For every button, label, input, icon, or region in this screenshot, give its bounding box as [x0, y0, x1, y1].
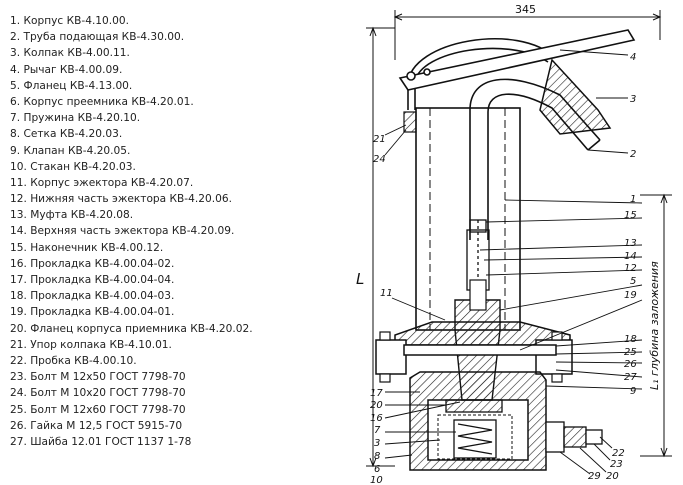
strainer	[437, 414, 513, 460]
callout-27: 27	[624, 372, 637, 383]
callout-8: 8	[374, 451, 380, 462]
callout-24: 24	[373, 154, 386, 165]
callout-26: 26	[624, 359, 637, 370]
callout-11: 11	[380, 288, 393, 299]
width-dimension-label: 345	[515, 3, 536, 16]
callout-6: 6	[374, 464, 380, 475]
legend-item: 4. Рычаг КВ-4.00.09.	[10, 63, 123, 76]
water-column-drawing: 345 L L₁ глубина заложения	[356, 3, 672, 485]
callout-12: 12	[624, 263, 637, 274]
cover-shape	[539, 58, 612, 135]
legend-item: 8. Сетка КВ-4.20.03.	[10, 128, 123, 141]
callout-29: 29	[588, 471, 601, 482]
callout-7: 7	[374, 425, 381, 436]
legend-item: 19. Прокладка КВ-4.00.04-01.	[10, 306, 175, 319]
callout-16: 16	[370, 413, 383, 424]
callout-25: 25	[624, 347, 637, 358]
legend-item: 27. Шайба 12.01 ГОСТ 1137 1-78	[10, 435, 192, 448]
callout-4: 4	[630, 52, 636, 63]
legend-item: 11. Корпус эжектора КВ-4.20.07.	[10, 176, 194, 189]
leader-lines	[384, 49, 643, 475]
legend-item: 22. Пробка КВ-4.00.10.	[10, 354, 137, 367]
callout-17: 17	[370, 388, 383, 399]
legend-item: 25. Болт М 12х60 ГОСТ 7798-70	[10, 403, 186, 416]
legend-item: 2. Труба подающая КВ-4.30.00.	[10, 31, 185, 44]
callout-1: 1	[630, 194, 636, 205]
legend-item: 1. Корпус КВ-4.10.00.	[10, 15, 130, 27]
callouts: 4 3 2 21 24 1 15 13 14 12 5 11 19 18 25 …	[370, 52, 637, 485]
callout-15: 15	[624, 210, 637, 221]
callout-3b: 3	[374, 438, 380, 449]
depth-dimension-label: L₁ глубина заложения	[648, 261, 661, 390]
length-dimension-label: L	[356, 270, 364, 288]
callout-9: 9	[630, 386, 636, 397]
callout-22: 22	[612, 448, 625, 459]
callout-2: 2	[630, 149, 636, 160]
column-body	[415, 107, 521, 331]
legend-item: 20. Фланец корпуса приемника КВ-4.20.02.	[10, 322, 253, 335]
cap-stop	[403, 111, 417, 133]
callout-5: 5	[630, 276, 636, 287]
parts-legend: 1. Корпус КВ-4.10.00. 2. Труба подающая К…	[10, 13, 282, 450]
legend-item: 26. Гайка М 12,5 ГОСТ 5915-70	[10, 419, 183, 432]
width-dimension	[393, 10, 662, 60]
legend-item: 17. Прокладка КВ-4.00.04-04.	[10, 274, 175, 286]
legend-item: 15. Наконечник КВ-4.00.12.	[10, 241, 164, 254]
legend-item: 18. Прокладка КВ-4.00.04-03.	[10, 290, 175, 303]
legend-item: 9. Клапан КВ-4.20.05.	[10, 144, 131, 157]
callout-3: 3	[630, 94, 636, 105]
supply-pipe	[469, 78, 601, 240]
lever	[398, 29, 636, 91]
legend-item: 23. Болт М 12х50 ГОСТ 7798-70	[10, 371, 186, 384]
callout-21: 21	[373, 134, 386, 145]
legend-item: 14. Верхняя часть эжектора КВ-4.20.09.	[10, 225, 235, 238]
legend-item: 16. Прокладка КВ-4.00.04-02.	[10, 257, 175, 270]
legend-item: 10. Стакан КВ-4.20.03.	[10, 160, 136, 173]
legend-item: 12. Нижняя часть эжектора КВ-4.20.06.	[10, 193, 232, 206]
legend-item: 21. Упор колпака КВ-4.10.01.	[10, 338, 172, 351]
valve-assembly	[445, 399, 503, 459]
legend-item: 5. Фланец КВ-4.13.00.	[10, 79, 133, 92]
callout-23: 23	[610, 459, 623, 470]
callout-20: 20	[370, 400, 383, 411]
legend-item: 6. Корпус преемника КВ-4.20.01.	[10, 95, 194, 108]
ejector-nozzle	[469, 279, 487, 311]
receiver-flange	[375, 321, 573, 375]
legend-item: 7. Пружина КВ-4.20.10.	[10, 112, 141, 125]
flange-bolts	[379, 331, 563, 383]
legend-item: 24. Болт М 10х20 ГОСТ 7798-70	[10, 387, 186, 400]
callout-13: 13	[624, 238, 637, 249]
callout-14: 14	[624, 251, 637, 262]
length-dimension	[366, 26, 395, 468]
callout-19: 19	[624, 290, 637, 301]
legend-item: 3. Колпак КВ-4.00.11.	[10, 47, 130, 60]
callout-10: 10	[370, 475, 383, 485]
side-plug	[545, 421, 603, 453]
callout-20b: 20	[606, 471, 619, 482]
callout-18: 18	[624, 334, 637, 345]
legend-item: 13. Муфта КВ-4.20.08.	[10, 209, 134, 222]
depth-dimension	[640, 193, 672, 458]
